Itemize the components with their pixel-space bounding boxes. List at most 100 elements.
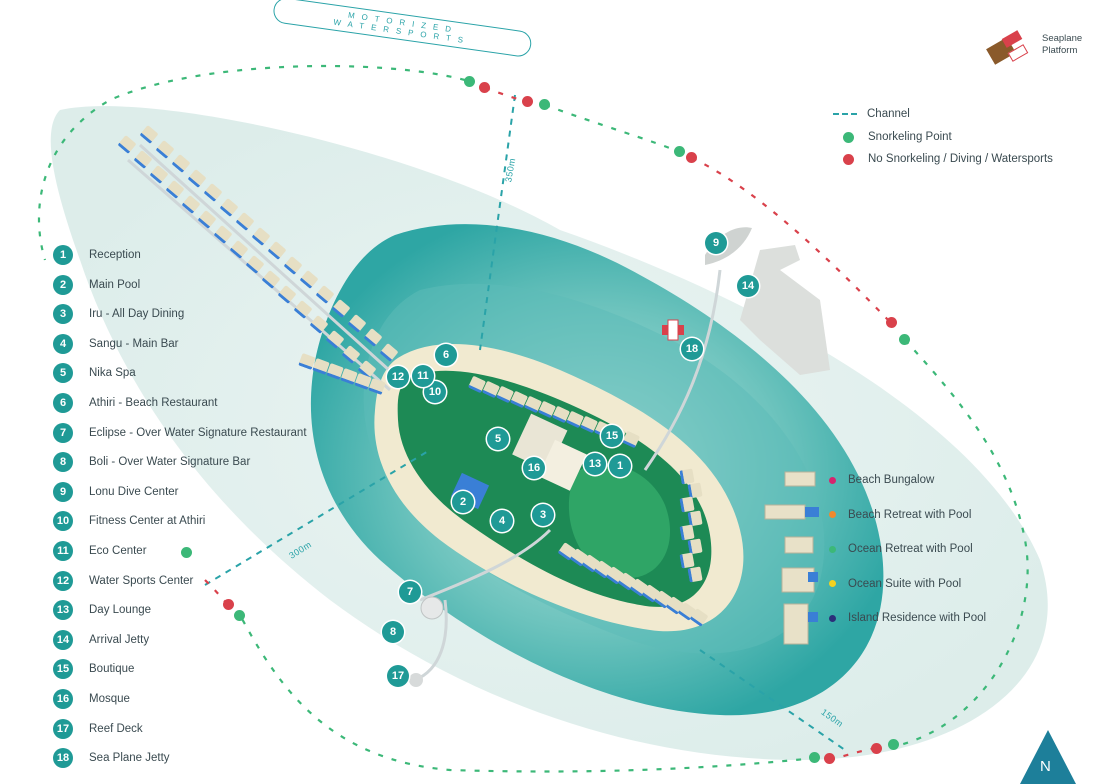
legend-label: Lonu Dive Center (89, 485, 179, 498)
compass-label: N (1040, 758, 1051, 775)
legend-item-4: 4 Sangu - Main Bar (53, 333, 179, 354)
key-channel: Channel (833, 108, 910, 120)
snorkeling-point (464, 76, 475, 87)
legend-item-6: 6 Athiri - Beach Restaurant (53, 393, 217, 413)
villa-type-dot-icon (829, 545, 836, 553)
map-badge-14: 14 (737, 275, 759, 297)
legend-item-13: 13 Day Lounge (53, 600, 152, 621)
legend-number: 10 (53, 511, 73, 532)
legend-item-18: 18 Sea Plane Jetty (53, 748, 170, 769)
water-villa (679, 468, 695, 485)
legend-label: Reef Deck (89, 722, 143, 735)
villa-type-label: Beach Retreat with Pool (848, 508, 972, 521)
map-badge-7: 7 (399, 581, 421, 603)
legend-number: 4 (53, 333, 73, 354)
no-snorkeling-point (824, 753, 835, 764)
legend-item-7: 7 Eclipse - Over Water Signature Restaura… (53, 422, 307, 443)
water-villa (679, 524, 695, 541)
map-badge-12: 12 (387, 366, 409, 388)
legend-item-16: 16 Mosque (53, 689, 130, 709)
villa-type-3: Ocean Suite with Pool (829, 578, 961, 590)
legend-number: 11 (53, 541, 73, 561)
legend-label: Boli - Over Water Signature Bar (89, 456, 251, 469)
legend-label: Sea Plane Jetty (89, 752, 170, 765)
compass-icon (1020, 730, 1076, 784)
legend-label: Sangu - Main Bar (89, 337, 179, 350)
legend-number: 5 (53, 363, 73, 384)
snorkeling-point (888, 739, 899, 750)
legend-label: Iru - All Day Dining (89, 308, 185, 321)
no-snorkeling-point (479, 82, 490, 93)
villa-type-label: Ocean Retreat with Pool (848, 543, 973, 555)
legend-item-2: 2 Main Pool (53, 274, 141, 295)
no-snorkeling-point (522, 96, 533, 107)
map-badge-17: 17 (387, 665, 409, 687)
legend-number: 17 (53, 718, 73, 739)
legend-label: Reception (89, 249, 141, 261)
map-badge-8: 8 (382, 621, 404, 643)
legend-item-10: 10 Fitness Center at Athiri (53, 511, 206, 532)
water-villa (687, 566, 703, 583)
legend-number: 6 (53, 393, 73, 413)
legend-number: 8 (53, 452, 73, 473)
legend-label: Athiri - Beach Restaurant (89, 397, 218, 409)
key-snorkeling: Snorkeling Point (843, 131, 952, 143)
legend-label: Main Pool (89, 278, 141, 291)
villa-type-icons (764, 471, 819, 645)
map-badge-4: 4 (491, 510, 513, 532)
snorkeling-point (674, 146, 685, 157)
snorkeling-point (539, 99, 550, 110)
legend-number: 16 (53, 689, 73, 709)
legend-number: 7 (53, 422, 73, 443)
no-snorkeling-dot-icon (843, 153, 854, 165)
legend-label: Day Lounge (89, 604, 152, 617)
legend-number: 12 (53, 570, 73, 591)
legend-label: Boutique (89, 663, 135, 676)
map-badge-16: 16 (523, 457, 545, 479)
map-badge-11: 11 (412, 365, 434, 387)
legend-label: Nika Spa (89, 367, 136, 380)
legend-item-3: 3 Iru - All Day Dining (53, 304, 185, 325)
map-badge-9: 9 (705, 232, 727, 254)
legend-number: 18 (53, 748, 73, 769)
legend-label: Mosque (89, 693, 130, 705)
water-villa (679, 552, 695, 569)
legend-item-17: 17 Reef Deck (53, 718, 143, 739)
legend-item-5: 5 Nika Spa (53, 363, 136, 384)
legend-label: Fitness Center at Athiri (89, 515, 206, 528)
legend-label: Eco Center (89, 545, 147, 557)
legend-number: 9 (53, 481, 73, 502)
villa-type-label: Beach Bungalow (848, 474, 935, 486)
legend-number: 2 (53, 274, 73, 295)
no-snorkeling-point (871, 743, 882, 754)
map-badge-3: 3 (532, 504, 554, 526)
map-badge-6: 6 (435, 344, 457, 366)
villa-type-dot-icon (829, 614, 836, 622)
snorkeling-dot-icon (843, 131, 854, 143)
villa-type-dot-icon (829, 476, 836, 484)
snorkeling-point (181, 547, 192, 558)
key-no-snorkeling: No Snorkeling / Diving / Watersports (843, 153, 1053, 165)
villa-type-label: Ocean Suite with Pool (848, 577, 962, 590)
water-villa (679, 496, 695, 513)
villa-type-4: Island Residence with Pool (829, 612, 986, 624)
snorkeling-point (809, 752, 820, 763)
no-snorkeling-point (686, 152, 697, 163)
villa-type-2: Ocean Retreat with Pool (829, 543, 973, 555)
legend-item-11: 11 Eco Center (53, 541, 147, 561)
seaplane-icon (985, 28, 1033, 70)
map-badge-13: 13 (584, 453, 606, 475)
villa-type-0: Beach Bungalow (829, 474, 934, 486)
legend-number: 13 (53, 600, 73, 621)
snorkeling-point (899, 334, 910, 345)
villa-type-1: Beach Retreat with Pool (829, 509, 971, 521)
snorkeling-point (234, 610, 245, 621)
map-badge-10: 10 (424, 381, 446, 403)
seaplane-platform-label: Seaplane Platform (1042, 33, 1083, 56)
legend-number: 3 (53, 304, 73, 325)
channel-line-icon (833, 113, 857, 115)
legend-label: Eclipse - Over Water Signature Restauran… (89, 426, 307, 439)
